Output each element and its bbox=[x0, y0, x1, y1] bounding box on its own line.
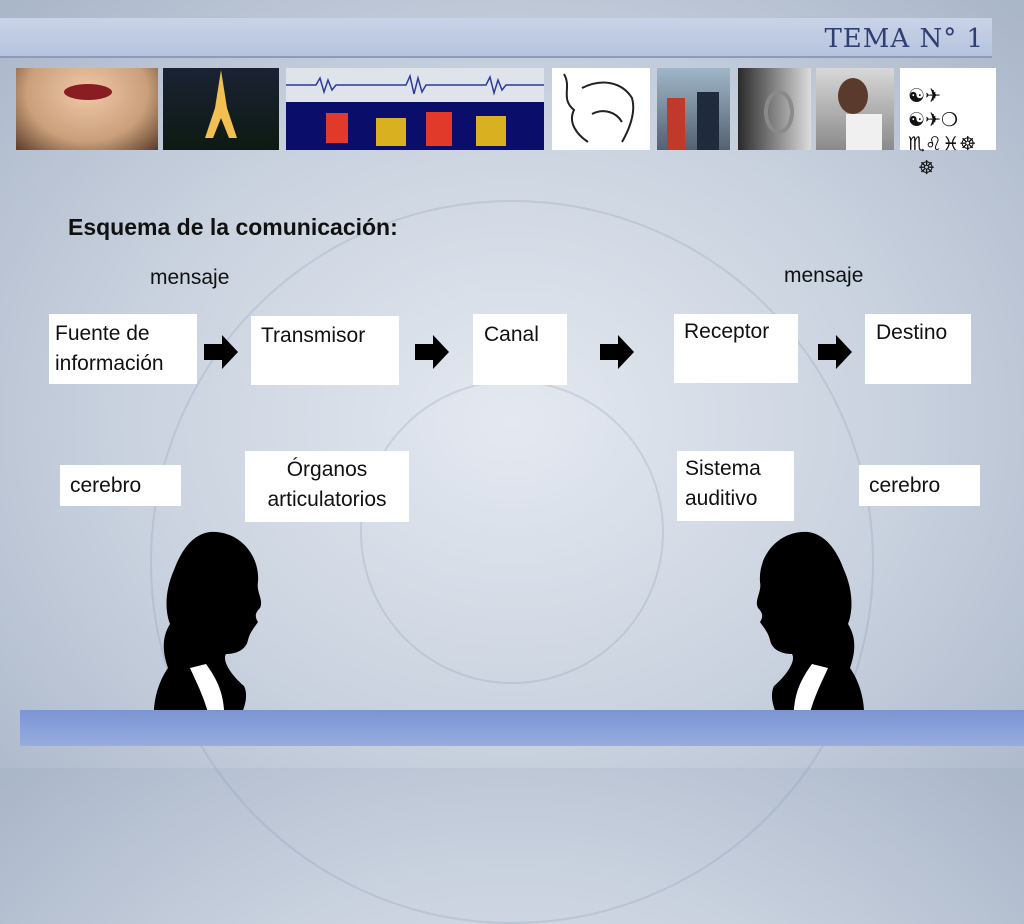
head-silhouette-icon bbox=[756, 531, 865, 732]
node-channel-label: Canal bbox=[484, 323, 539, 346]
message-label-left: mensaje bbox=[150, 266, 230, 289]
message-label-right: mensaje bbox=[784, 264, 864, 287]
head-silhouette-icon bbox=[153, 531, 262, 732]
lips-photo bbox=[16, 68, 158, 150]
node-source-line2: información bbox=[55, 352, 164, 375]
glyph-line: ☸ bbox=[918, 157, 936, 179]
node-transmitter-label: Transmisor bbox=[261, 324, 366, 347]
two-people-talking-photo bbox=[657, 68, 730, 150]
right-arrow-icon bbox=[204, 335, 238, 369]
label-auditory-line2: auditivo bbox=[685, 487, 758, 510]
label-brain-right: cerebro bbox=[859, 465, 980, 506]
node-receiver-label: Receptor bbox=[684, 320, 770, 343]
label-auditory-line1: Sistema bbox=[685, 457, 761, 480]
waveform-spectrogram bbox=[286, 68, 544, 150]
node-receiver: Receptor bbox=[674, 314, 798, 383]
node-transmitter: Transmisor bbox=[251, 316, 399, 385]
glyph-line: ☯✈ bbox=[908, 85, 941, 107]
label-auditory-system: Sistema auditivo bbox=[677, 451, 794, 521]
glyph-line: ♏♌♓☸ bbox=[908, 133, 977, 155]
symbol-font-box bbox=[900, 68, 996, 150]
node-source-line1: Fuente de bbox=[55, 322, 150, 345]
slide-title: TEMA N° 1 bbox=[824, 24, 984, 54]
node-source: Fuente de información bbox=[49, 314, 197, 384]
right-arrow-icon bbox=[818, 335, 852, 369]
node-destination-label: Destino bbox=[876, 321, 948, 344]
glyph-line: ☯✈❍ bbox=[908, 109, 958, 131]
node-destination: Destino bbox=[865, 314, 971, 384]
ear-photo bbox=[738, 68, 811, 150]
label-brain-left: cerebro bbox=[60, 465, 181, 506]
eiffel-tower-photo bbox=[163, 68, 279, 150]
right-arrow-icon bbox=[600, 335, 634, 369]
right-arrow-icon bbox=[415, 335, 449, 369]
woman-shouting-photo bbox=[816, 68, 894, 150]
footer-bar bbox=[20, 710, 1024, 746]
vocal-tract-drawing bbox=[552, 68, 650, 150]
label-articulators-line2: articulatorios bbox=[267, 488, 387, 511]
background-circle-inner bbox=[360, 380, 664, 684]
label-articulators: Órganos articulatorios bbox=[245, 451, 409, 522]
header-bar bbox=[0, 18, 992, 58]
label-brain-left-text: cerebro bbox=[70, 474, 142, 497]
diagram-title: Esquema de la comunicación: bbox=[68, 214, 398, 240]
node-channel: Canal bbox=[473, 314, 567, 385]
symbol-glyphs: ☯✈ ☯✈❍ ♏♌♓☸ ☸ bbox=[908, 84, 988, 180]
label-articulators-line1: Órganos bbox=[286, 458, 368, 481]
label-brain-right-text: cerebro bbox=[869, 474, 941, 497]
